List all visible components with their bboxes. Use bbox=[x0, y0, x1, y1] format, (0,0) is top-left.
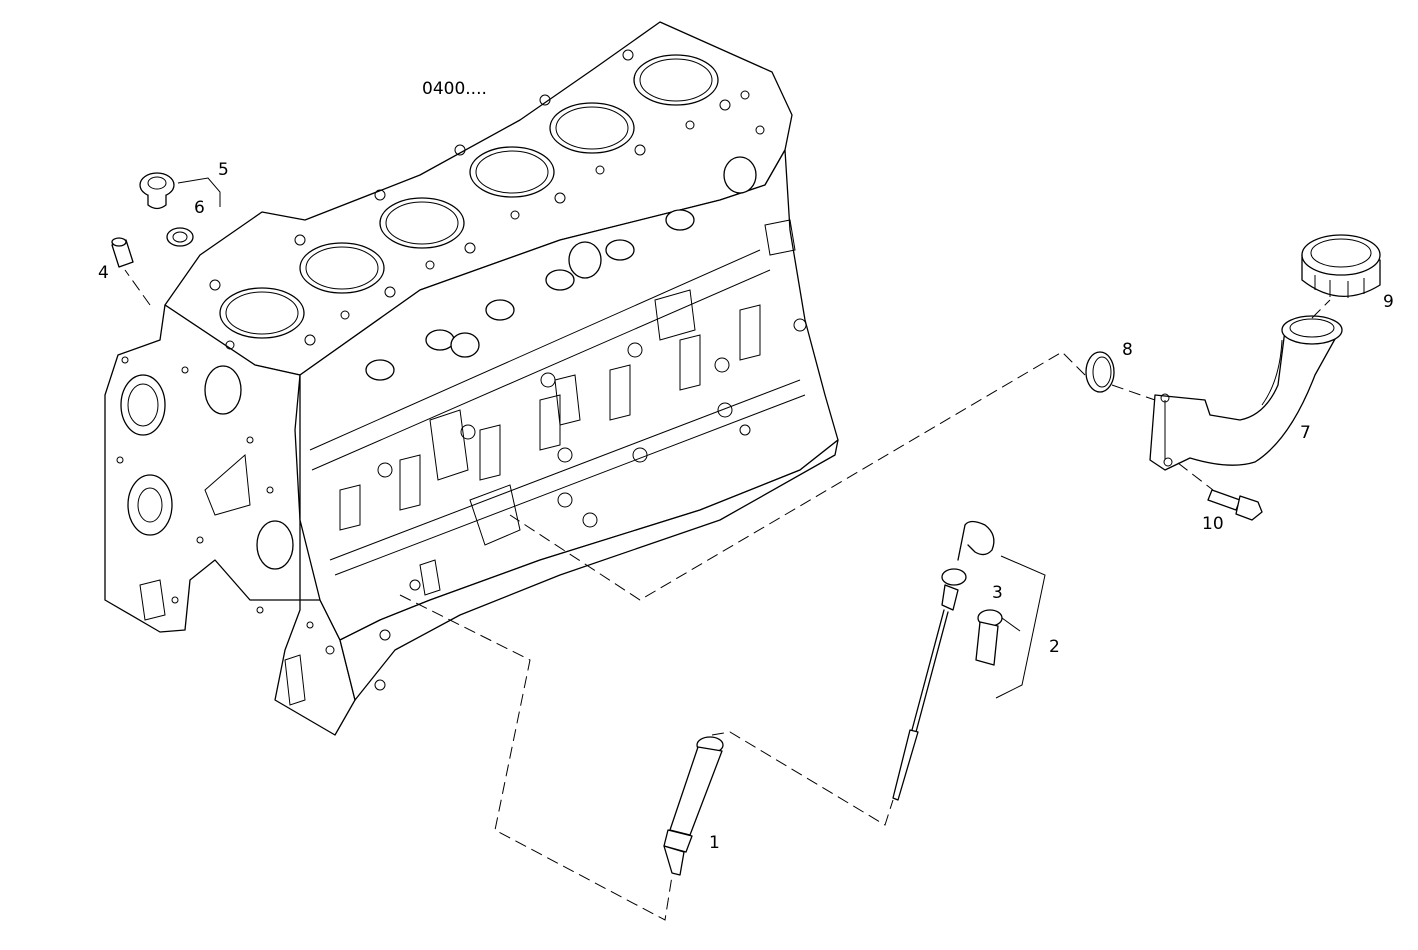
cap-part-9 bbox=[1301, 234, 1381, 298]
callout-3: 3 bbox=[992, 583, 1003, 603]
callout-5: 5 bbox=[218, 160, 229, 180]
callout-7: 7 bbox=[1300, 423, 1311, 443]
callout-4: 4 bbox=[98, 263, 109, 283]
callout-1: 1 bbox=[709, 833, 720, 853]
bolt-part-10 bbox=[1207, 489, 1263, 521]
dipstick-part-2 bbox=[892, 520, 995, 801]
callout-2: 2 bbox=[1049, 637, 1060, 657]
leader-lines bbox=[124, 177, 1331, 921]
sleeve-part-4 bbox=[111, 237, 134, 268]
guide-tube-part-1 bbox=[663, 736, 724, 876]
plug-part-3 bbox=[975, 609, 1003, 666]
callout-10: 10 bbox=[1202, 514, 1224, 534]
callout-6: 6 bbox=[194, 198, 205, 218]
plug-part-5 bbox=[139, 172, 175, 210]
callout-8: 8 bbox=[1122, 340, 1133, 360]
filler-tube-part-7 bbox=[1149, 315, 1343, 471]
callout-9: 9 bbox=[1383, 292, 1394, 312]
washer-part-6 bbox=[166, 227, 194, 247]
seal-ring-part-8 bbox=[1085, 351, 1115, 393]
engine-block bbox=[104, 21, 839, 736]
group-code-label: 0400.... bbox=[422, 79, 487, 99]
